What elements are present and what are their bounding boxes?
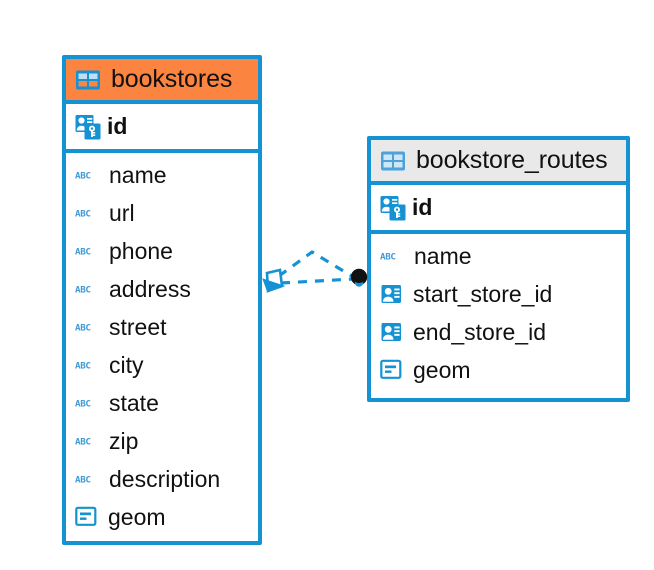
abc-icon: ABC [75, 395, 101, 411]
field-row-end-store-id[interactable]: end_store_id [371, 313, 626, 351]
field-label: geom [108, 503, 166, 530]
svg-text:ABC: ABC [75, 208, 91, 219]
field-row-description[interactable]: ABC description [66, 460, 258, 498]
entity-header-bookstore-routes[interactable]: bookstore_routes [371, 140, 626, 185]
field-row-phone[interactable]: ABC phone [66, 232, 258, 270]
svg-text:ABC: ABC [75, 360, 91, 371]
table-icon [380, 150, 406, 172]
foreign-key-icon [380, 321, 405, 343]
field-row-start-store-id[interactable]: start_store_id [371, 275, 626, 313]
entity-title: bookstores [111, 65, 233, 93]
field-row-city[interactable]: ABC city [66, 346, 258, 384]
abc-icon: ABC [75, 205, 101, 221]
field-row-geom[interactable]: geom [66, 498, 258, 536]
primary-key-icon [380, 195, 406, 221]
field-label: phone [109, 237, 173, 264]
polygon-marker [262, 268, 286, 293]
field-label: id [412, 194, 433, 220]
abc-icon: ABC [75, 471, 101, 487]
field-label: city [109, 351, 144, 378]
field-label: state [109, 389, 159, 416]
entity-header-bookstores[interactable]: bookstores [66, 59, 258, 104]
svg-text:ABC: ABC [75, 436, 91, 447]
primary-key-section: id [371, 185, 626, 234]
svg-text:ABC: ABC [75, 170, 91, 181]
field-label: name [109, 161, 167, 188]
svg-text:ABC: ABC [75, 398, 91, 409]
foreign-key-icon [380, 283, 405, 305]
table-icon [75, 69, 101, 91]
svg-text:ABC: ABC [380, 251, 396, 262]
geometry-icon [380, 359, 405, 381]
relationship-line-lower [280, 277, 354, 285]
field-row-primary-key[interactable]: id [371, 185, 626, 230]
field-row-name[interactable]: ABC name [371, 237, 626, 275]
abc-icon: ABC [75, 357, 101, 373]
field-label: start_store_id [413, 280, 553, 307]
svg-text:ABC: ABC [75, 474, 91, 485]
field-label: id [107, 113, 128, 139]
field-row-primary-key[interactable]: id [66, 104, 258, 149]
relationship-line-upper [278, 250, 356, 280]
abc-icon: ABC [75, 433, 101, 449]
abc-icon: ABC [75, 319, 101, 335]
field-list: ABC name ABC url ABC phone [66, 153, 258, 541]
field-row-zip[interactable]: ABC zip [66, 422, 258, 460]
field-row-url[interactable]: ABC url [66, 194, 258, 232]
geometry-icon [75, 506, 100, 528]
field-row-geom[interactable]: geom [371, 351, 626, 389]
primary-key-icon [75, 114, 101, 140]
field-label: end_store_id [413, 318, 546, 345]
entity-bookstores[interactable]: bookstores id [62, 55, 262, 545]
field-label: zip [109, 427, 139, 454]
field-list: ABC name start_store_id [371, 234, 626, 394]
abc-icon: ABC [75, 281, 101, 297]
abc-icon: ABC [75, 243, 101, 259]
svg-text:ABC: ABC [75, 322, 91, 333]
field-row-address[interactable]: ABC address [66, 270, 258, 308]
field-row-street[interactable]: ABC street [66, 308, 258, 346]
field-row-name[interactable]: ABC name [66, 156, 258, 194]
entity-title: bookstore_routes [416, 146, 608, 174]
field-label: street [109, 313, 167, 340]
field-label: geom [413, 356, 471, 383]
abc-icon: ABC [75, 167, 101, 183]
field-row-state[interactable]: ABC state [66, 384, 258, 422]
field-label: description [109, 465, 221, 492]
field-label: address [109, 275, 191, 302]
filled-circle-marker [350, 268, 368, 287]
svg-text:ABC: ABC [75, 284, 91, 295]
abc-icon: ABC [380, 248, 406, 264]
field-label: name [414, 242, 472, 269]
field-label: url [109, 199, 135, 226]
svg-text:ABC: ABC [75, 246, 91, 257]
entity-bookstore-routes[interactable]: bookstore_routes i [367, 136, 630, 402]
primary-key-section: id [66, 104, 258, 153]
